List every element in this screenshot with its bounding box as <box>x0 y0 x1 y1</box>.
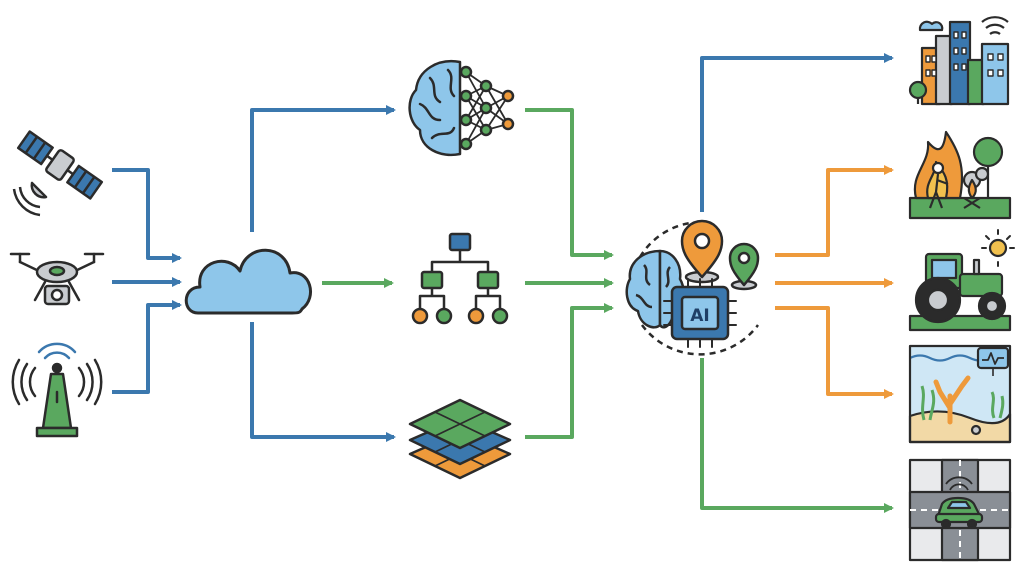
arrow-tower-to-cloud <box>112 300 182 394</box>
arrow-network-to-hub <box>525 108 614 260</box>
arrows <box>112 53 894 513</box>
coral-reef-icon <box>908 344 1012 444</box>
tree-hierarchy-icon <box>411 232 509 325</box>
arrow-hub-to-city <box>700 53 894 212</box>
hub-location-pin-icon <box>680 219 724 284</box>
hub-small-pin-icon <box>728 242 760 291</box>
arrow-hub-to-ocean <box>775 306 894 399</box>
arrow-hub-to-wildfire <box>775 165 894 257</box>
antenna-tower-icon <box>11 342 103 438</box>
brain-network-icon <box>408 60 515 157</box>
arrow-layers-to-hub <box>525 303 614 439</box>
ai-chip-label: AI <box>690 306 709 326</box>
stacked-layers-icon <box>408 398 512 480</box>
wildfire-icon <box>908 130 1012 220</box>
ai-hub: AI <box>625 219 760 356</box>
arrow-hub-to-traffic <box>700 358 894 513</box>
arrow-cloud-to-network <box>250 105 396 232</box>
intersection-icon <box>908 458 1012 562</box>
drone-icon <box>9 252 105 306</box>
tractor-icon <box>908 229 1015 332</box>
arrow-satellite-to-cloud <box>112 168 182 263</box>
satellite-icon <box>12 130 104 217</box>
ai-chip-icon <box>663 278 737 348</box>
city-skyline-icon <box>908 16 1010 106</box>
arrow-cloud-to-layers <box>250 322 396 442</box>
cloud-icon <box>184 248 312 315</box>
